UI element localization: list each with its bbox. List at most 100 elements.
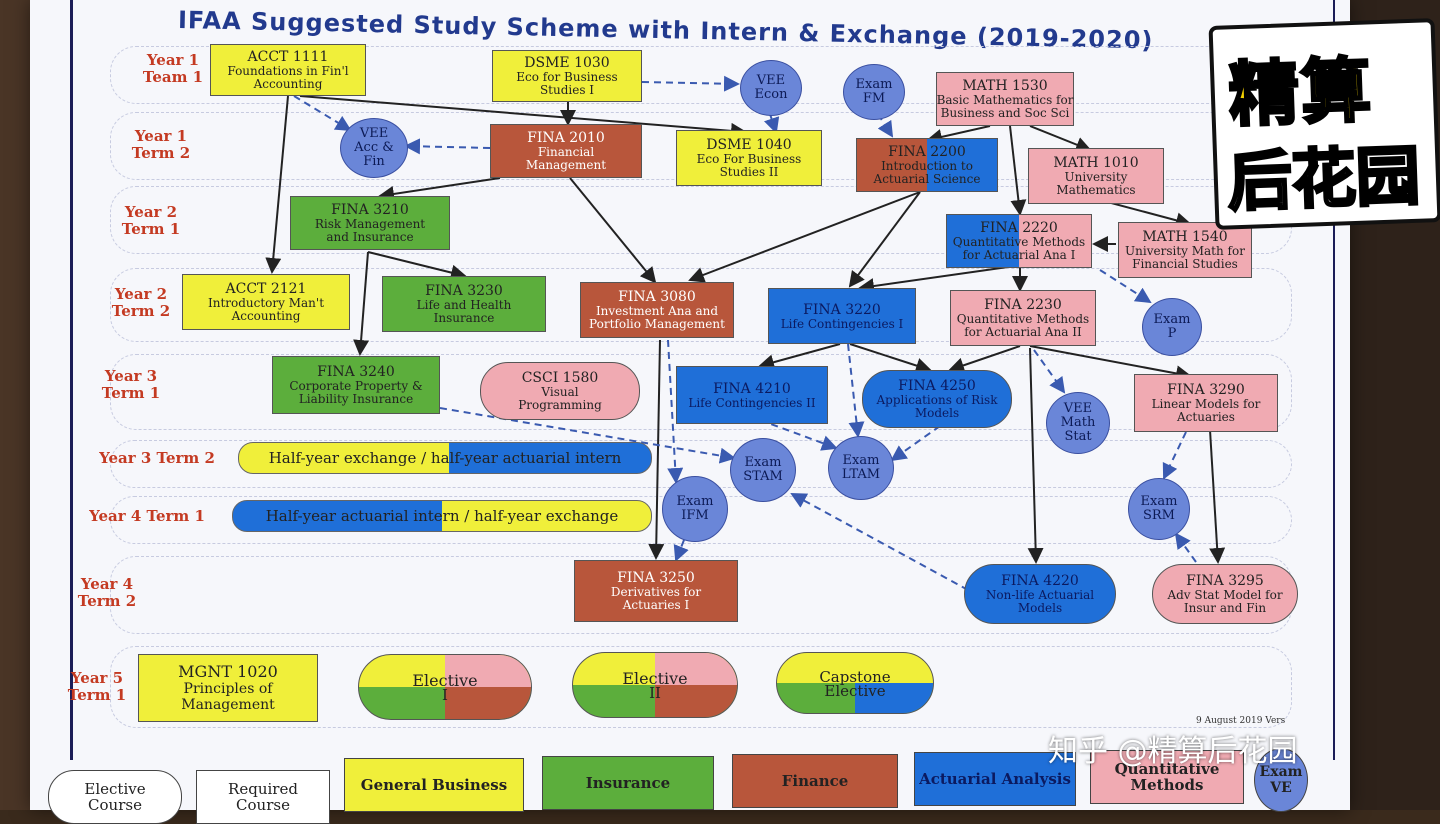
course-code: DSME 1030 <box>524 55 610 71</box>
course-code: FINA 2200 <box>888 144 966 160</box>
term-label-y4t2: Year 4 Term 2 <box>77 575 137 610</box>
legend-actuarial-analysis: Actuarial Analysis <box>914 752 1076 806</box>
exam-label: VEE Econ <box>754 73 788 102</box>
course-code: FINA 3210 <box>331 202 409 218</box>
course-fina2220[interactable]: FINA 2220 Quantitative Methods for Actua… <box>946 214 1092 268</box>
course-title: II <box>649 683 661 702</box>
legend-finance: Finance <box>732 754 898 808</box>
row-band-y3t1 <box>110 354 1292 430</box>
course-title: Linear Models for Actuaries <box>1151 397 1261 424</box>
course-title: Risk Management and Insurance <box>314 217 426 244</box>
course-code: CSCI 1580 <box>521 370 599 386</box>
course-code: MATH 1540 <box>1142 229 1228 245</box>
course-code: FINA 2010 <box>527 130 605 146</box>
course-title: Applications of Risk Models <box>876 393 998 420</box>
course-fina3240[interactable]: FINA 3240 Corporate Property & Liability… <box>272 356 440 414</box>
term-label-y3t2: Year 3 Term 2 <box>99 449 215 467</box>
watermark: 知乎 @精算后花园 <box>1048 734 1298 769</box>
course-code: MATH 1530 <box>962 78 1048 94</box>
exam-stam[interactable]: Exam STAM <box>730 438 796 502</box>
course-title: Eco For Business Studies II <box>696 152 802 179</box>
course-fina4210[interactable]: FINA 4210 Life Contingencies II <box>676 366 828 424</box>
course-fina2230[interactable]: FINA 2230 Quantitative Methods for Actua… <box>950 290 1096 346</box>
exam-vee-math-stat[interactable]: VEE Math Stat <box>1046 392 1110 454</box>
term-label-y3t1: Year 3 Term 1 <box>101 367 161 402</box>
course-csci1580[interactable]: CSCI 1580 Visual Programming <box>480 362 640 420</box>
exam-label: Exam STAM <box>743 455 783 484</box>
legend-general-business: General Business <box>344 758 524 812</box>
course-title: Principles of Management <box>181 681 275 713</box>
course-math1010[interactable]: MATH 1010 University Mathematics <box>1028 148 1164 204</box>
course-code: FINA 4220 <box>1001 573 1079 589</box>
term-label-y4t1: Year 4 Term 1 <box>89 507 205 525</box>
elective-2-right-swatch <box>655 653 737 717</box>
exchange-intern-bar-y4t1[interactable]: Half-year actuarial intern / half-year e… <box>232 500 652 532</box>
exchange-intern-bar-y3t2[interactable]: Half-year exchange / half-year actuarial… <box>238 442 652 474</box>
course-fina3290[interactable]: FINA 3290 Linear Models for Actuaries <box>1134 374 1278 432</box>
course-code: Elective <box>622 668 688 688</box>
course-math1540[interactable]: MATH 1540 University Math for Financial … <box>1118 222 1252 278</box>
course-title: Basic Mathematics for Business and Soc S… <box>936 93 1074 120</box>
course-fina3250[interactable]: FINA 3250 Derivatives for Actuaries I <box>574 560 738 622</box>
course-fina4220[interactable]: FINA 4220 Non-life Actuarial Models <box>964 564 1116 624</box>
exam-label: VEE Acc & Fin <box>354 126 394 169</box>
course-title: Adv Stat Model for Insur and Fin <box>1167 588 1283 615</box>
term-label-y2t1: Year 2 Term 1 <box>121 203 181 238</box>
zhihu-account-logo: 精算 后花园 <box>1208 18 1440 230</box>
course-code: MATH 1010 <box>1053 155 1139 171</box>
logo-line-2: 后花园 <box>1225 138 1422 222</box>
course-code: FINA 3295 <box>1186 573 1264 589</box>
exam-ltam[interactable]: Exam LTAM <box>828 436 894 500</box>
course-title: Life Contingencies II <box>688 395 816 410</box>
bar-label: Half-year actuarial intern / half-year e… <box>265 507 619 525</box>
course-title: Introductory Man't Accounting <box>207 296 325 323</box>
capstone-elective[interactable]: Capstone Elective <box>776 652 934 714</box>
exam-vee-econ[interactable]: VEE Econ <box>740 60 802 116</box>
course-dsme1030[interactable]: DSME 1030 Eco for Business Studies I <box>492 50 642 102</box>
term-label-y1t1: Year 1 Team 1 <box>142 51 204 86</box>
course-title: Financial Management <box>525 145 607 172</box>
course-title: Derivatives for Actuaries I <box>610 585 702 612</box>
exam-ifm[interactable]: Exam IFM <box>662 476 728 542</box>
exam-p[interactable]: Exam P <box>1142 298 1202 356</box>
course-mgnt1020[interactable]: MGNT 1020 Principles of Management <box>138 654 318 722</box>
course-code: FINA 3250 <box>617 570 695 586</box>
course-fina3080[interactable]: FINA 3080 Investment Ana and Portfolio M… <box>580 282 734 338</box>
elective-1[interactable]: Elective I <box>358 654 532 720</box>
course-title: Corporate Property & Liability Insurance <box>289 379 423 406</box>
course-title: Investment Ana and Portfolio Management <box>589 304 725 331</box>
exam-srm[interactable]: Exam SRM <box>1128 478 1190 540</box>
course-title: I <box>442 685 448 704</box>
sheet-border <box>70 0 1335 760</box>
course-title: Quantitative Methods for Actuarial Ana I <box>952 235 1086 262</box>
course-acct1111[interactable]: ACCT 1111 Foundations in Fin'l Accountin… <box>210 44 366 96</box>
course-fina4250[interactable]: FINA 4250 Applications of Risk Models <box>862 370 1012 428</box>
course-fina3210[interactable]: FINA 3210 Risk Management and Insurance <box>290 196 450 250</box>
course-fina2200[interactable]: FINA 2200 Introduction to Actuarial Scie… <box>856 138 998 192</box>
elective-2[interactable]: Elective II <box>572 652 738 718</box>
term-label-y5t1: Year 5 Term 1 <box>67 669 127 704</box>
term-label-y1t2: Year 1 Term 2 <box>131 127 191 162</box>
course-fina2010[interactable]: FINA 2010 Financial Management <box>490 124 642 178</box>
course-code: Capstone <box>819 667 891 686</box>
course-code: FINA 4250 <box>898 378 976 394</box>
course-code: ACCT 2121 <box>225 281 307 297</box>
course-code: FINA 3290 <box>1167 382 1245 398</box>
course-code: FINA 4210 <box>713 380 791 397</box>
course-math1530[interactable]: MATH 1530 Basic Mathematics for Business… <box>936 72 1074 126</box>
exam-fm[interactable]: Exam FM <box>843 64 905 120</box>
legend-insurance: Insurance <box>542 756 714 810</box>
legend-required-course: Required Course <box>196 770 330 824</box>
course-fina3220[interactable]: FINA 3220 Life Contingencies I <box>768 288 916 344</box>
course-code: FINA 3080 <box>618 289 696 305</box>
course-acct2121[interactable]: ACCT 2121 Introductory Man't Accounting <box>182 274 350 330</box>
course-fina3295[interactable]: FINA 3295 Adv Stat Model for Insur and F… <box>1152 564 1298 624</box>
elective-1-right-swatch <box>445 655 531 719</box>
exam-vee-acc-fin[interactable]: VEE Acc & Fin <box>340 118 408 178</box>
term-label-y2t2: Year 2 Term 2 <box>111 285 171 320</box>
course-code: FINA 3220 <box>803 301 881 318</box>
course-dsme1040[interactable]: DSME 1040 Eco For Business Studies II <box>676 130 822 186</box>
course-fina3230[interactable]: FINA 3230 Life and Health Insurance <box>382 276 546 332</box>
exam-label: Exam SRM <box>1140 494 1178 523</box>
